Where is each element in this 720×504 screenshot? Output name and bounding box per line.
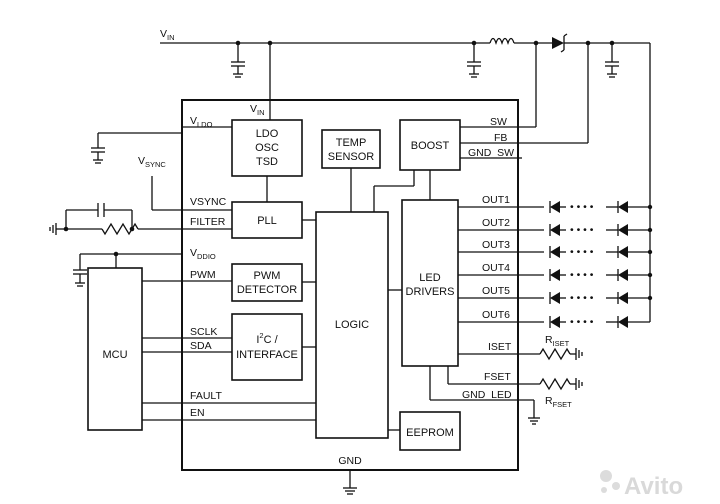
boost-block [399,119,461,171]
out4-pin-label: OUT4 [482,262,510,274]
out1-pin-label: OUT1 [482,194,510,206]
filter-pin-label: FILTER [190,216,226,228]
gnd-sw-pin-label: GND_SW [468,147,514,159]
rfset-label: RFSET [545,395,572,409]
watermark-logo: Avito [600,470,683,500]
en-pin-label: EN [190,407,205,419]
input-capacitor [231,43,245,78]
out2-pin-label: OUT2 [482,217,510,229]
vddio-pin-label: VDDIO [190,247,216,261]
svg-text:• • • •: • • • • [570,316,594,328]
logic-label: LOGIC [335,319,369,331]
interface-label: INTERFACE [236,349,298,361]
led-label: LED [419,272,440,284]
vldo-pin-label: VLDO [190,115,213,129]
vsync-pin-label: VSYNC [190,196,227,208]
mcu-label: MCU [102,349,127,361]
chip-vin-pin-label: VIN [250,103,265,117]
sda-pin-label: SDA [190,340,212,352]
mcu-block [87,267,143,431]
osc-label: OSC [255,142,279,154]
detector-label: DETECTOR [237,284,297,296]
gnd-led-pin-label: GND_LED [462,389,512,401]
vsync-ext-label: VSYNC [138,155,166,169]
sclk-pin-label: SCLK [190,326,217,338]
fb-pin-label: FB [494,132,507,144]
pwm-pin-label: PWM [190,269,216,281]
iset-pin-label: ISET [488,341,512,353]
out6-pin-label: OUT6 [482,309,510,321]
fault-pin-label: FAULT [190,390,222,402]
ldo-label: LDO [256,128,279,140]
pwm-label: PWM [254,270,281,282]
output-capacitor [605,43,619,78]
riset-label: RISET [545,334,570,348]
gnd-pin-label: GND [338,455,362,467]
ldo-osc-tsd-block [231,119,303,177]
led-strings: • • • • • • • • • • • • • • • • • • • • [549,201,653,328]
tsd-label: TSD [256,156,278,168]
temp-sensor-block [321,129,381,169]
svg-text:Avito: Avito [624,473,683,500]
inductor-capacitor [467,43,481,78]
fset-pin-label: FSET [484,371,511,383]
svg-text:• • • •: • • • • [570,292,594,304]
i2c-label: I2C / [256,331,278,346]
svg-text:• • • •: • • • • [570,246,594,258]
drivers-label: DRIVERS [406,286,455,298]
boost-diode [552,33,570,53]
svg-text:• • • •: • • • • [570,269,594,281]
sw-pin-label: SW [490,116,507,128]
boost-label: BOOST [411,140,450,152]
led-outputs [458,206,544,323]
filter-network [49,203,232,236]
svg-text:• • • •: • • • • [570,224,594,236]
sensor-label: SENSOR [328,151,375,163]
led-drivers-block [401,199,459,367]
eeprom-label: EEPROM [406,427,454,439]
i2c-interface-block [231,313,303,381]
temp-label: TEMP [336,137,367,149]
vin-label: VIN [160,28,175,42]
pll-label: PLL [257,215,277,227]
logic-block [315,211,389,439]
out3-pin-label: OUT3 [482,239,510,251]
vin-rail [160,37,650,46]
out5-pin-label: OUT5 [482,285,510,297]
svg-text:• • • •: • • • • [570,201,594,213]
eeprom-block [399,411,461,451]
